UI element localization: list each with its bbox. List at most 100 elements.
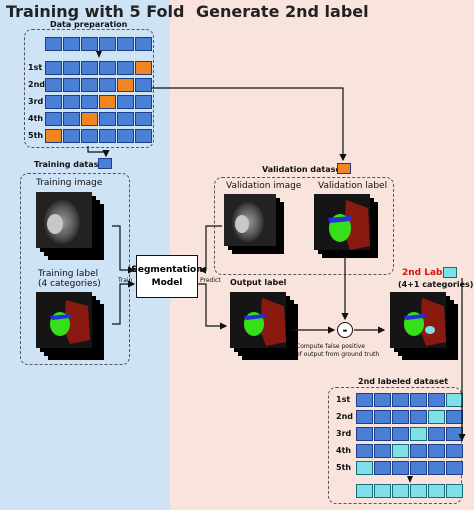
prep-arrow	[96, 51, 102, 58]
prep-fold-cell	[81, 129, 98, 143]
second-merged-cell	[410, 484, 427, 498]
second-label-categories: (4+1 categories)	[398, 280, 474, 289]
prep-fold-cell	[135, 95, 152, 109]
validation-image-caption: Validation image	[226, 181, 302, 191]
second-fold-cell	[410, 461, 427, 475]
prep-fold-cell	[135, 112, 152, 126]
second-arrow	[407, 476, 413, 483]
second-fold-cell	[428, 444, 445, 458]
prep-fold-cell	[63, 95, 80, 109]
training-label-categories: (4 categories)	[38, 279, 101, 289]
prep-all-cell	[99, 37, 116, 51]
second-fold-cell	[446, 461, 463, 475]
prep-fold-cell	[117, 129, 134, 143]
second-merged-cell	[374, 484, 391, 498]
prep-fold-cell	[135, 129, 152, 143]
second-fold-label: 5th	[336, 463, 352, 472]
prep-fold-cell	[63, 112, 80, 126]
second-merged-cell	[446, 484, 463, 498]
second-fold-cell	[374, 393, 391, 407]
second-fold-cell	[356, 427, 373, 441]
training-label-stack	[36, 292, 104, 360]
second-fold-cell	[392, 427, 409, 441]
predict-label: Predict	[200, 277, 221, 284]
prep-fold-cell	[45, 95, 62, 109]
training-image-stack	[36, 192, 104, 260]
data-preparation-title: Data preparation	[50, 20, 128, 29]
second-fold-cell	[410, 410, 427, 424]
second-label-title: 2nd Label	[402, 268, 452, 278]
second-fold-cell	[374, 444, 391, 458]
prep-fold-cell	[45, 129, 62, 143]
prep-all-cell	[81, 37, 98, 51]
prep-all-cell	[45, 37, 62, 51]
prep-fold-cell	[135, 78, 152, 92]
prep-fold-cell	[81, 112, 98, 126]
prep-fold-cell	[45, 112, 62, 126]
second-fold-cell	[356, 393, 373, 407]
prep-fold-label: 2nd	[28, 80, 45, 89]
second-fold-cell	[374, 461, 391, 475]
prep-fold-cell	[81, 61, 98, 75]
training-dataset-label: Training dataset	[34, 160, 108, 169]
second-fold-cell	[428, 393, 445, 407]
right-panel-title: Generate 2nd label	[196, 2, 369, 21]
second-fold-label: 2nd	[336, 412, 353, 421]
second-fold-cell	[410, 444, 427, 458]
second-merged-cell	[392, 484, 409, 498]
validation-dataset-label: Validation dataset	[262, 165, 345, 174]
second-fold-cell	[392, 461, 409, 475]
prep-all-cell	[117, 37, 134, 51]
prep-fold-label: 3rd	[28, 97, 44, 106]
prep-fold-cell	[63, 78, 80, 92]
prep-fold-label: 5th	[28, 131, 44, 140]
second-fold-cell	[446, 444, 463, 458]
validation-label-stack	[314, 194, 378, 258]
prep-fold-cell	[45, 78, 62, 92]
second-fold-cell	[392, 444, 409, 458]
prep-fold-label: 1st	[28, 63, 43, 72]
second-fold-label: 1st	[336, 395, 351, 404]
compute-caption-line2: of output from ground truth	[296, 351, 380, 358]
second-fold-cell	[356, 410, 373, 424]
validation-image-stack	[224, 194, 284, 254]
prep-fold-cell	[99, 61, 116, 75]
second-fold-cell	[428, 410, 445, 424]
second-fold-label: 4th	[336, 446, 352, 455]
second-fold-cell	[428, 461, 445, 475]
second-label-stack	[390, 292, 458, 360]
training-label-caption: Training label	[38, 269, 99, 279]
prep-fold-cell	[117, 95, 134, 109]
output-label-title: Output label	[230, 278, 287, 287]
prep-fold-cell	[99, 112, 116, 126]
second-fold-cell	[392, 410, 409, 424]
second-fold-cell	[356, 461, 373, 475]
prep-fold-cell	[63, 61, 80, 75]
second-merged-cell	[428, 484, 445, 498]
second-fold-cell	[374, 427, 391, 441]
second-fold-cell	[410, 393, 427, 407]
second-fold-cell	[410, 427, 427, 441]
difference-operator: -	[337, 322, 353, 338]
prep-fold-cell	[99, 95, 116, 109]
segmentation-model-line1: Segmentation	[131, 264, 203, 275]
second-merged-cell	[356, 484, 373, 498]
validation-label-caption: Validation label	[318, 181, 388, 191]
validation-dataset-swatch	[337, 163, 351, 174]
compute-caption-line1: Compute false positive	[296, 343, 365, 350]
second-fold-cell	[428, 427, 445, 441]
prep-fold-cell	[117, 78, 134, 92]
prep-fold-cell	[117, 112, 134, 126]
prep-fold-cell	[81, 78, 98, 92]
left-panel-title: Training with 5 Fold	[6, 2, 185, 21]
training-dataset-swatch	[98, 158, 112, 169]
second-dataset-title: 2nd labeled dataset	[358, 377, 449, 386]
prep-fold-label: 4th	[28, 114, 44, 123]
second-fold-cell	[356, 444, 373, 458]
prep-fold-cell	[63, 129, 80, 143]
prep-fold-cell	[117, 61, 134, 75]
second-fold-cell	[374, 410, 391, 424]
second-fold-cell	[392, 393, 409, 407]
prep-fold-cell	[45, 61, 62, 75]
